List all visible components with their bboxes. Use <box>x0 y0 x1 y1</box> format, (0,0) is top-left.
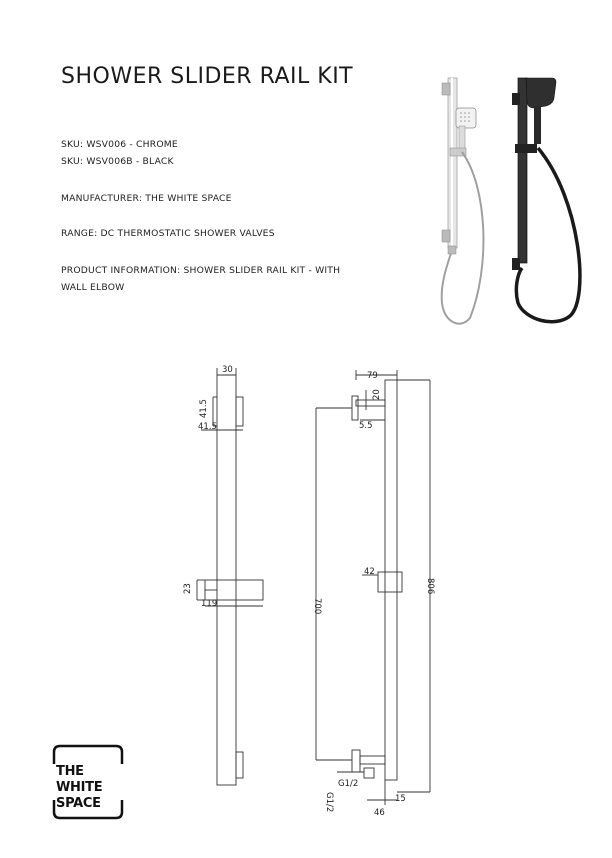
dim-front-bracket-height: 41.5 <box>199 399 209 418</box>
dim-side-total-height: 806 <box>425 578 435 594</box>
dim-front-slider-height: 23 <box>183 583 193 594</box>
logo-line1: THE <box>56 764 84 779</box>
dim-front-bracket-width: 41.5 <box>198 422 217 432</box>
dim-side-bracket-offset: 20 <box>372 389 382 400</box>
page-title: SHOWER SLIDER RAIL KIT <box>61 64 354 89</box>
sku-black: SKU: WSV006B - BLACK <box>61 156 174 167</box>
chrome-kit-image <box>440 77 485 325</box>
product-info-line1: PRODUCT INFORMATION: SHOWER SLIDER RAIL … <box>61 265 341 276</box>
the-white-space-logo <box>52 744 124 820</box>
logo-line2: WHITE <box>56 780 103 795</box>
sku-chrome: SKU: WSV006 - CHROME <box>61 139 178 150</box>
dim-side-bottom-depth: 46 <box>374 808 385 818</box>
dim-side-bracket-thickness: 5.5 <box>359 421 373 431</box>
range: RANGE: DC THERMOSTATIC SHOWER VALVES <box>61 228 275 239</box>
logo-line3: SPACE <box>56 796 101 811</box>
side-view <box>315 370 431 805</box>
dim-side-bottom-height: 15 <box>395 794 406 804</box>
dim-front-slider-width: 119 <box>201 599 217 609</box>
dim-side-rail-length: 700 <box>312 598 322 614</box>
manufacturer: MANUFACTURER: THE WHITE SPACE <box>61 193 232 204</box>
dim-side-top-depth: 79 <box>367 371 378 381</box>
product-photos <box>440 77 582 325</box>
dim-side-thread-1: G1/2 <box>324 792 334 812</box>
dim-side-slider-depth: 42 <box>364 567 375 577</box>
front-view <box>196 368 264 786</box>
product-info-line2: WALL ELBOW <box>61 282 125 293</box>
dim-front-top-width: 30 <box>222 365 233 375</box>
black-kit-image <box>512 77 582 324</box>
dim-side-thread-2: G1/2 <box>338 779 358 789</box>
